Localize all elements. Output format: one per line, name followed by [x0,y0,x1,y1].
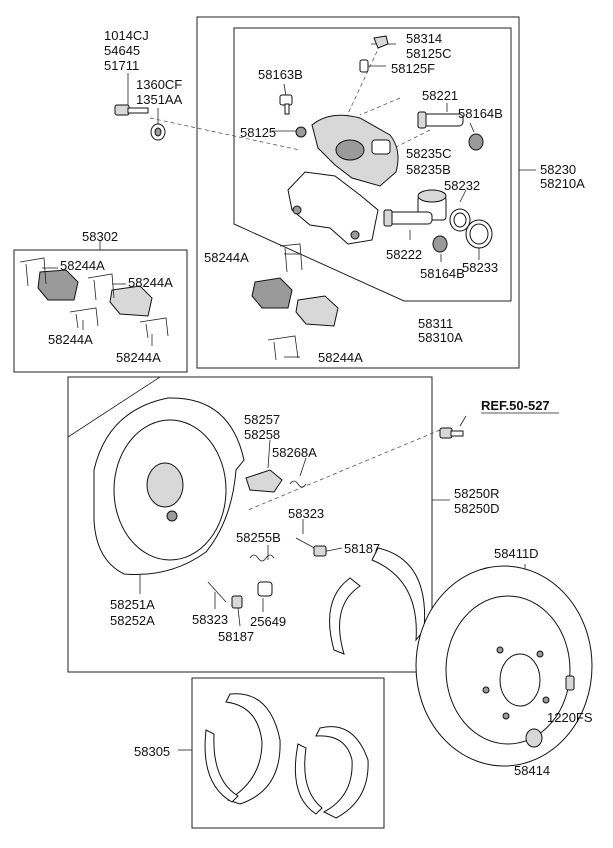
label-58314: 58314 [406,31,442,46]
brake-pads-kit [37,269,153,317]
assembly-lines [149,44,441,511]
brake-rotor [415,565,593,767]
label-58414: 58414 [514,763,550,778]
guide-pin-upper [417,111,464,129]
label-54645: 54645 [104,43,140,58]
anti-rattle-clips-caliper [267,243,303,361]
backing-plate-box [67,376,433,673]
label-58163B: 58163B [258,67,303,82]
washer [150,123,166,141]
label-58164B-bottom: 58164B [420,266,465,281]
boot-lower [432,235,448,253]
label-58251A: 58251A [110,597,155,612]
anti-rattle-clips-kit [19,257,169,339]
label-58244A-d: 58244A [128,275,173,290]
piston-seal [449,208,471,232]
rotor-screw [565,675,575,691]
label-58164B-top: 58164B [458,106,503,121]
label-58187-a: 58187 [344,541,380,556]
label-51711: 51711 [104,58,139,73]
label-58305: 58305 [134,744,170,759]
parking-shoes-kit [204,693,369,819]
label-58302: 58302 [82,229,118,244]
piston-boot [465,219,493,249]
label-25649: 25649 [250,614,286,629]
label-58257: 58257 [244,412,280,427]
label-58255B: 58255B [236,530,281,545]
label-58311: 58311 [418,316,453,331]
boot-upper [468,133,484,151]
label-58235B: 58235B [406,162,451,177]
label-58323-b: 58323 [192,612,228,627]
caliper-bolt [114,104,149,116]
label-58232: 58232 [444,178,480,193]
shoe-kit-box [191,677,385,829]
label-1014CJ: 1014CJ [104,28,149,43]
label-58244A-c: 58244A [60,258,105,273]
caliper-housing [311,114,399,187]
label-1220FS: 1220FS [547,710,593,725]
label-58222: 58222 [386,247,422,262]
hub-cap [525,728,543,748]
label-58233: 58233 [462,260,498,275]
labels: 1014CJ 54645 51711 1360CF 1351AA 58314 5… [48,28,593,778]
backing-plate-diag [67,376,161,438]
label-58187-b: 58187 [218,629,254,644]
label-58250R: 58250R [454,486,500,501]
caliper-outer-box [196,16,520,369]
guide-bolt-small [279,94,293,115]
label-58250D: 58250D [454,501,500,516]
label-58323-a: 58323 [288,506,324,521]
label-58252A: 58252A [110,613,155,628]
label-58235C: 58235C [406,146,452,161]
small-nut [295,126,307,138]
label-58244A-e: 58244A [48,332,93,347]
caliper-inner-box [233,27,512,302]
label-58244A-b: 58244A [318,350,363,365]
label-58230: 58230 [540,162,576,177]
parking-shoes-mid [329,547,426,655]
guide-pin-lower [383,209,433,227]
caliper-bracket [287,171,379,245]
label-58244A-a: 58244A [204,250,249,265]
adjuster-parts [245,469,307,562]
label-ref: REF.50-527 [481,398,550,413]
label-58125: 58125 [240,125,276,140]
label-58268A: 58268A [272,445,317,460]
label-1360CF: 1360CF [136,77,182,92]
label-58125F: 58125F [391,61,435,76]
pad-kit-box [13,249,188,373]
label-58244A-f: 58244A [116,350,161,365]
label-58258: 58258 [244,427,280,442]
label-58210A: 58210A [540,176,585,191]
label-58221: 58221 [422,88,458,103]
label-58125C: 58125C [406,46,452,61]
hold-down-pins [207,537,327,609]
ref-bolt [439,427,464,439]
backing-plate [93,397,245,575]
brake-pads-caliper [251,277,339,327]
bleeder-screw [359,35,389,73]
label-58411D: 58411D [494,546,539,561]
label-1351AA: 1351AA [136,92,183,107]
label-58310A: 58310A [418,330,463,345]
